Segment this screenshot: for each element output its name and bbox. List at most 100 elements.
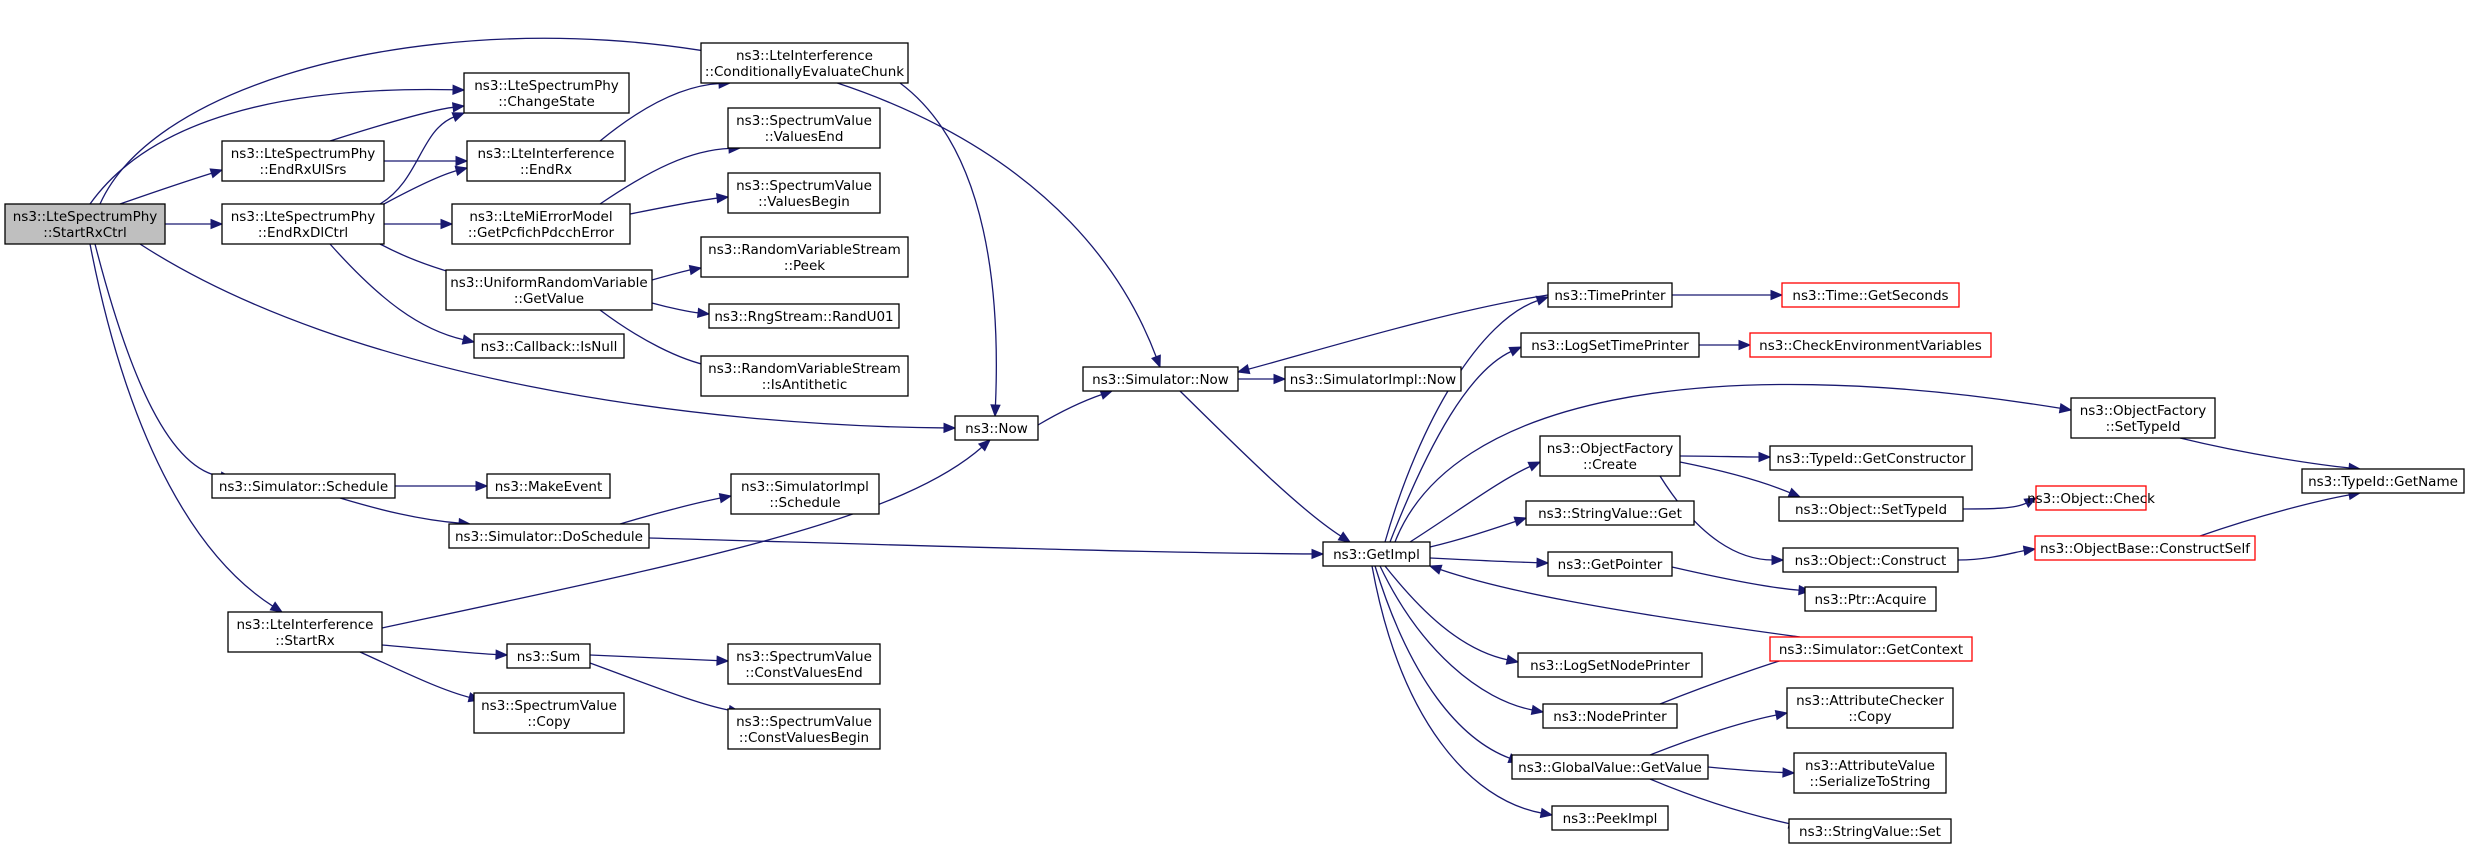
node-condeval[interactable]: ns3::LteInterference::ConditionallyEvalu… <box>700 42 909 84</box>
node-label-line: ns3::AttributeChecker <box>1796 693 1944 709</box>
edge-line <box>1707 766 1785 774</box>
node-now[interactable]: ns3::Now <box>954 415 1039 441</box>
node-logsettime[interactable]: ns3::LogSetTimePrinter <box>1520 332 1700 358</box>
node-box <box>700 42 909 84</box>
node-isanti[interactable]: ns3::RandomVariableStream::IsAntithetic <box>700 355 909 397</box>
node-startrx[interactable]: ns3::LteInterference::StartRx <box>227 611 383 653</box>
node-ptracquire[interactable]: ns3::Ptr::Acquire <box>1804 586 1937 612</box>
edge-line <box>619 497 722 525</box>
node-geterror[interactable]: ns3::LteMiErrorModel::GetPcfichPdcchErro… <box>451 203 631 245</box>
edge-line <box>599 147 731 205</box>
node-getname[interactable]: ns3::TypeId::GetName <box>2301 468 2465 494</box>
edge-line <box>1679 455 1761 458</box>
edge-getimpl-to-peekimpl <box>1371 565 1554 819</box>
node-getconstructor[interactable]: ns3::TypeId::GetConstructor <box>1769 445 1973 471</box>
node-peek[interactable]: ns3::RandomVariableStream::Peek <box>700 236 909 278</box>
node-label-line: ns3::GetPointer <box>1558 557 1663 573</box>
node-constructself[interactable]: ns3::ObjectBase::ConstructSelf <box>2034 535 2256 561</box>
node-endrxulsrs[interactable]: ns3::LteSpectrumPhy::EndRxUlSrs <box>221 140 385 182</box>
node-timeprinter[interactable]: ns3::TimePrinter <box>1547 282 1673 308</box>
node-copy[interactable]: ns3::SpectrumValue::Copy <box>473 692 625 734</box>
node-objconstruct[interactable]: ns3::Object::Construct <box>1782 547 1959 573</box>
node-box <box>466 140 626 182</box>
edge-objconstruct-to-constructself <box>1957 545 2037 561</box>
node-implschedule[interactable]: ns3::SimulatorImpl::Schedule <box>730 473 880 515</box>
node-endrx[interactable]: ns3::LteInterference::EndRx <box>466 140 626 182</box>
edge-line <box>2199 494 2351 537</box>
node-implnow[interactable]: ns3::SimulatorImpl::Now <box>1284 366 1462 392</box>
node-uniform[interactable]: ns3::UniformRandomVariable::GetValue <box>445 269 653 311</box>
node-label-line: ns3::Sum <box>517 649 581 665</box>
edge-root-to-simnow <box>99 37 1161 369</box>
edge-line <box>629 197 719 215</box>
node-label-line: ns3::RngStream::RandU01 <box>714 309 893 325</box>
arrowhead-icon <box>977 439 991 452</box>
node-box <box>1778 496 1964 522</box>
arrowhead-icon <box>1505 654 1520 665</box>
node-avserialize[interactable]: ns3::AttributeValue::SerializeToString <box>1793 752 1947 794</box>
arrowhead-icon <box>1758 451 1772 463</box>
node-simnow[interactable]: ns3::Simulator::Now <box>1082 366 1239 392</box>
arrowhead-icon <box>1782 767 1796 778</box>
node-getcontext[interactable]: ns3::Simulator::GetContext <box>1769 636 1973 662</box>
edge-line <box>1394 383 2062 543</box>
edge-startrx-to-sum <box>381 644 509 660</box>
node-getseconds[interactable]: ns3::Time::GetSeconds <box>1781 282 1960 308</box>
node-root[interactable]: ns3::LteSpectrumPhy::StartRxCtrl <box>4 203 166 245</box>
node-accopy[interactable]: ns3::AttributeChecker::Copy <box>1786 687 1954 729</box>
node-sum[interactable]: ns3::Sum <box>506 643 591 669</box>
edge-line <box>1659 475 1774 561</box>
arrowhead-icon <box>454 165 469 176</box>
node-constend[interactable]: ns3::SpectrumValue::ConstValuesEnd <box>727 643 881 685</box>
node-stringget[interactable]: ns3::StringValue::Get <box>1525 500 1695 526</box>
node-label-line: ns3::LteSpectrumPhy <box>474 78 619 94</box>
node-valuesbegin[interactable]: ns3::SpectrumValue::ValuesBegin <box>727 172 881 214</box>
arrowhead-icon <box>1337 531 1352 543</box>
edge-now-to-simnow <box>1037 389 1114 426</box>
node-box <box>1517 652 1703 678</box>
node-constbegin[interactable]: ns3::SpectrumValue::ConstValuesBegin <box>727 708 881 750</box>
node-getpointer[interactable]: ns3::GetPointer <box>1547 551 1673 577</box>
node-randu01[interactable]: ns3::RngStream::RandU01 <box>708 303 900 329</box>
node-box <box>1793 752 1947 794</box>
node-peekimpl[interactable]: ns3::PeekImpl <box>1551 805 1669 831</box>
node-box <box>1525 500 1695 526</box>
edge-line <box>651 269 692 281</box>
node-endrxdlctrl[interactable]: ns3::LteSpectrumPhy::EndRxDlCtrl <box>221 203 385 245</box>
node-label-line: ns3::ObjectBase::ConstructSelf <box>2040 541 2251 557</box>
node-doschedule[interactable]: ns3::Simulator::DoSchedule <box>448 523 650 549</box>
node-box <box>1781 282 1960 308</box>
edge-line <box>381 446 983 629</box>
node-valuesend[interactable]: ns3::SpectrumValue::ValuesEnd <box>727 107 881 149</box>
node-label-line: ns3::LteSpectrumPhy <box>231 209 376 225</box>
edge-line <box>1371 565 1543 814</box>
edge-line <box>1384 299 1539 543</box>
node-label-line: ::Create <box>1583 457 1637 473</box>
edge-line <box>329 243 465 341</box>
node-label-line: ::StartRxCtrl <box>43 225 126 241</box>
node-nodeprinter[interactable]: ns3::NodePrinter <box>1542 703 1678 729</box>
node-objcheck[interactable]: ns3::Object::Check <box>2027 485 2155 511</box>
node-checkenv[interactable]: ns3::CheckEnvironmentVariables <box>1749 332 1992 358</box>
edge-line <box>1374 565 1511 760</box>
node-schedule[interactable]: ns3::Simulator::Schedule <box>211 473 396 499</box>
node-label-line: ns3::LteSpectrumPhy <box>231 146 376 162</box>
node-label-line: ns3::SimulatorImpl <box>741 479 869 495</box>
node-isnull[interactable]: ns3::Callback::IsNull <box>473 333 625 359</box>
edge-line <box>1384 565 1509 661</box>
node-ofcreate[interactable]: ns3::ObjectFactory::Create <box>1539 435 1681 477</box>
node-objsettypeid[interactable]: ns3::Object::SetTypeId <box>1778 496 1964 522</box>
node-makeevent[interactable]: ns3::MakeEvent <box>486 473 611 499</box>
node-changestate[interactable]: ns3::LteSpectrumPhy::ChangeState <box>463 72 630 114</box>
node-box <box>473 333 625 359</box>
node-logsetnode[interactable]: ns3::LogSetNodePrinter <box>1517 652 1703 678</box>
node-getimpl[interactable]: ns3::GetImpl <box>1322 541 1431 567</box>
node-stringset[interactable]: ns3::StringValue::Set <box>1788 818 1952 844</box>
edge-line <box>599 82 721 142</box>
edge-geterror-to-valuesbegin <box>629 193 730 215</box>
edge-line <box>339 497 461 524</box>
node-gvgetvalue[interactable]: ns3::GlobalValue::GetValue <box>1511 754 1709 780</box>
node-box <box>221 140 385 182</box>
node-ofsettypeid[interactable]: ns3::ObjectFactory::SetTypeId <box>2070 397 2216 439</box>
node-label-line: ::ValuesBegin <box>758 194 850 210</box>
